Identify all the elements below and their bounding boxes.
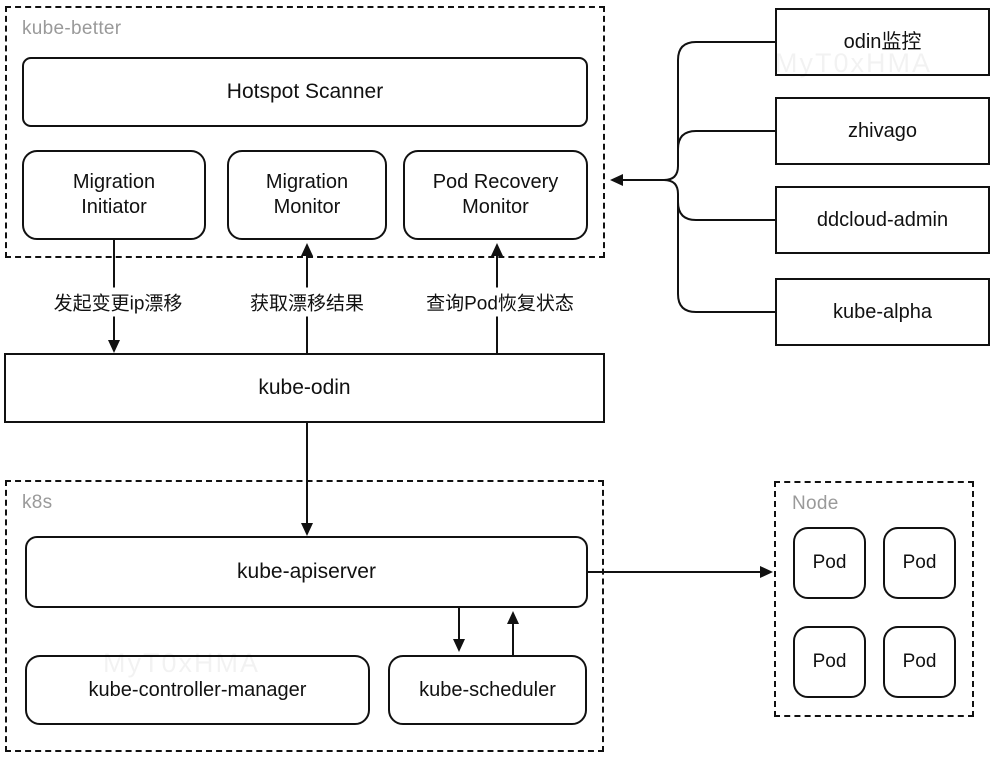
migration-monitor-label: Migration Monitor xyxy=(265,171,349,218)
kube-better-group: kube-better xyxy=(5,6,605,258)
kube-apiserver-node: kube-apiserver xyxy=(25,536,588,608)
brace-external-systems xyxy=(610,41,775,313)
hotspot-scanner-node: Hotspot Scanner xyxy=(22,57,588,127)
kube-scheduler-node: kube-scheduler xyxy=(388,655,587,725)
node-group-label: Node xyxy=(792,493,839,514)
external-system-kube-alpha-label: kube-alpha xyxy=(833,300,932,323)
watermark-text: MyT0xHMA xyxy=(103,648,260,678)
external-system-ddcloud-admin-label: ddcloud-admin xyxy=(816,208,949,231)
node-group: Node xyxy=(774,481,974,717)
kube-controller-manager-label: kube-controller-manager xyxy=(88,678,307,701)
hotspot-scanner-label: Hotspot Scanner xyxy=(226,79,384,103)
watermark-text: MyT0xHMA xyxy=(775,48,932,78)
external-system-zhivago-label: zhivago xyxy=(848,119,917,142)
pod-node: Pod xyxy=(883,527,956,599)
kube-better-group-label: kube-better xyxy=(22,18,122,39)
external-system-odin-node: odin监控 xyxy=(775,8,990,76)
pod-node: Pod xyxy=(793,626,866,698)
external-system-ddcloud-admin-node: ddcloud-admin xyxy=(775,186,990,254)
external-system-kube-alpha-node: kube-alpha xyxy=(775,278,990,346)
external-system-zhivago-node: zhivago xyxy=(775,97,990,165)
pod-recovery-monitor-node: Pod Recovery Monitor xyxy=(403,150,588,240)
edge-label-get-migration-result: 获取漂移结果 xyxy=(246,287,368,317)
migration-monitor-node: Migration Monitor xyxy=(227,150,387,240)
kube-odin-label: kube-odin xyxy=(258,375,351,399)
kube-controller-manager-node: kube-controller-manager xyxy=(25,655,370,725)
k8s-group-label: k8s xyxy=(22,492,53,513)
arrow-apiserver-to-node xyxy=(588,566,773,578)
edge-label-initiate-ip-migration: 发起变更ip漂移 xyxy=(50,287,186,317)
pod-label: Pod xyxy=(902,651,937,673)
k8s-group: k8s xyxy=(5,480,604,752)
kube-odin-node: kube-odin xyxy=(4,353,605,423)
pod-node: Pod xyxy=(793,527,866,599)
external-system-odin-label: odin监控 xyxy=(843,30,922,53)
kube-apiserver-label: kube-apiserver xyxy=(237,559,376,583)
kube-scheduler-label: kube-scheduler xyxy=(419,678,556,701)
edge-label-query-pod-recovery: 查询Pod恢复状态 xyxy=(423,287,577,317)
pod-node: Pod xyxy=(883,626,956,698)
pod-label: Pod xyxy=(902,552,937,574)
pod-recovery-monitor-label: Pod Recovery Monitor xyxy=(432,171,559,218)
migration-initiator-node: Migration Initiator xyxy=(22,150,206,240)
pod-label: Pod xyxy=(812,552,847,574)
pod-label: Pod xyxy=(812,651,847,673)
migration-initiator-label: Migration Initiator xyxy=(72,171,156,218)
